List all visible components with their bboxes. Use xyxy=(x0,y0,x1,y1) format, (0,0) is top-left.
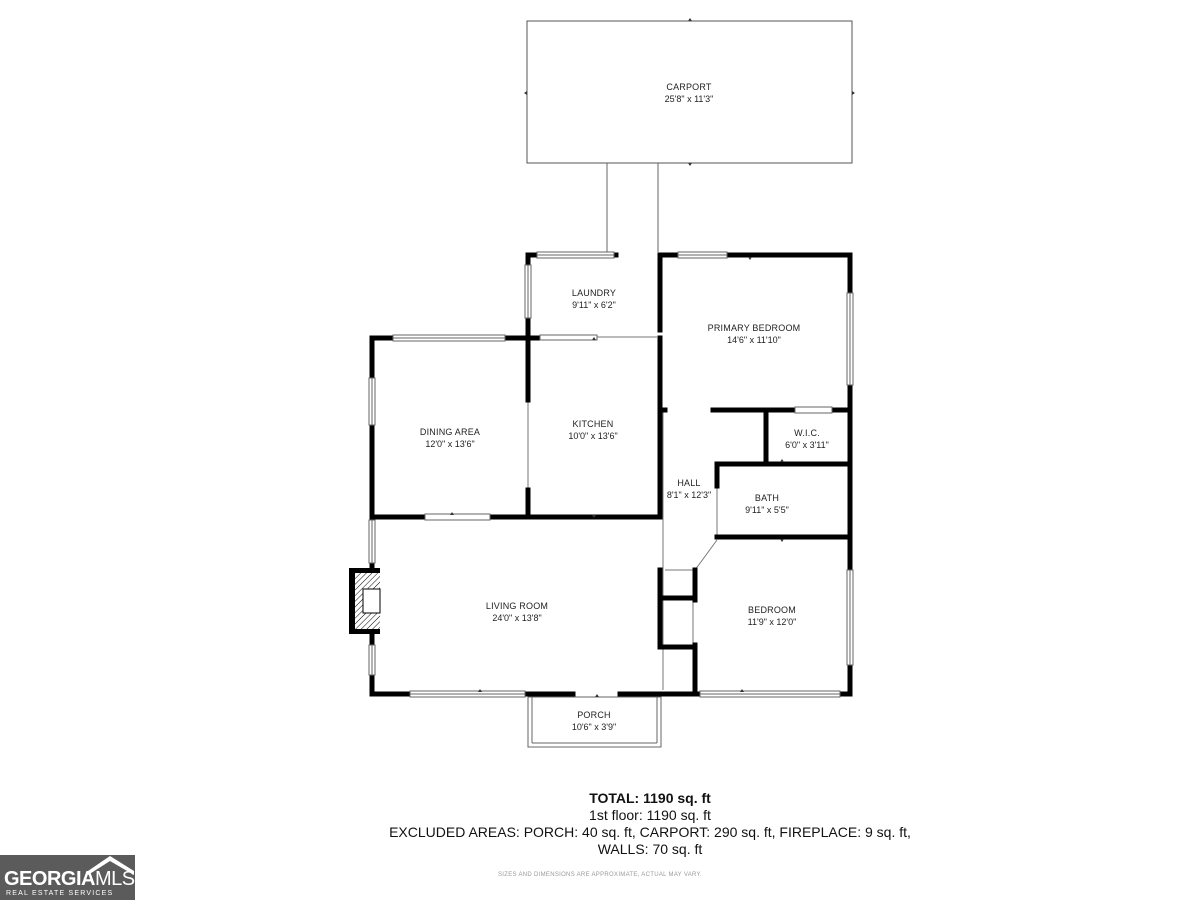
room-labels: CARPORT 25'8" x 11'3" LAUNDRY 9'11" x 6'… xyxy=(420,82,829,732)
porch-dims: 10'6" x 3'9" xyxy=(572,722,616,732)
porch-name: PORCH xyxy=(577,710,611,720)
primary-bedroom-dims: 14'6" x 11'10" xyxy=(727,335,781,345)
thin-lines xyxy=(527,336,718,748)
living-room-dims: 24'0" x 13'8" xyxy=(492,613,541,623)
logo-brand-light: MLS xyxy=(94,868,135,890)
bedroom-dims: 11'9" x 12'0" xyxy=(748,617,797,627)
carport-dims: 25'8" x 11'3" xyxy=(665,94,714,104)
door-markers xyxy=(450,257,784,697)
georgia-mls-logo: GEORGIAMLS REAL ESTATE SERVICES xyxy=(0,855,135,900)
hall-name: HALL xyxy=(677,478,700,488)
bath-name: BATH xyxy=(755,493,779,503)
hall-dims: 8'1" x 12'3" xyxy=(667,490,711,500)
dining-area-dims: 12'0" x 13'6" xyxy=(425,439,474,449)
wic-name: W.I.C. xyxy=(794,428,820,438)
kitchen-dims: 10'0" x 13'6" xyxy=(568,431,617,441)
kitchen-name: KITCHEN xyxy=(573,419,614,429)
porch xyxy=(527,696,662,748)
living-room-name: LIVING ROOM xyxy=(486,601,548,611)
walls xyxy=(369,252,853,697)
logo-wordmark: GEORGIAMLS xyxy=(4,868,135,891)
wic-dims: 6'0" x 3'11" xyxy=(785,440,829,450)
carport-name: CARPORT xyxy=(666,82,712,92)
fireplace xyxy=(349,568,381,634)
area-summary: TOTAL: 1190 sq. ft 1st floor: 1190 sq. f… xyxy=(300,790,1000,858)
laundry-dims: 9'11" x 6'2" xyxy=(572,300,616,310)
carport xyxy=(524,18,855,252)
walls-area: WALLS: 70 sq. ft xyxy=(597,841,703,857)
bedroom-name: BEDROOM xyxy=(748,605,796,615)
windows xyxy=(368,251,854,698)
total-area: TOTAL: 1190 sq. ft xyxy=(589,790,711,806)
logo-tagline: REAL ESTATE SERVICES xyxy=(6,890,114,897)
dining-area-name: DINING AREA xyxy=(420,427,480,437)
excluded-areas: EXCLUDED AREAS: PORCH: 40 sq. ft, CARPOR… xyxy=(389,824,911,840)
laundry-name: LAUNDRY xyxy=(572,288,616,298)
logo-brand-bold: GEORGIA xyxy=(4,868,95,890)
roof-icon xyxy=(88,856,134,875)
first-floor-area: 1st floor: 1190 sq. ft xyxy=(589,807,711,823)
bath-dims: 9'11" x 5'5" xyxy=(745,505,789,515)
disclaimer: SIZES AND DIMENSIONS ARE APPROXIMATE, AC… xyxy=(497,872,703,878)
primary-bedroom-name: PRIMARY BEDROOM xyxy=(708,323,801,333)
